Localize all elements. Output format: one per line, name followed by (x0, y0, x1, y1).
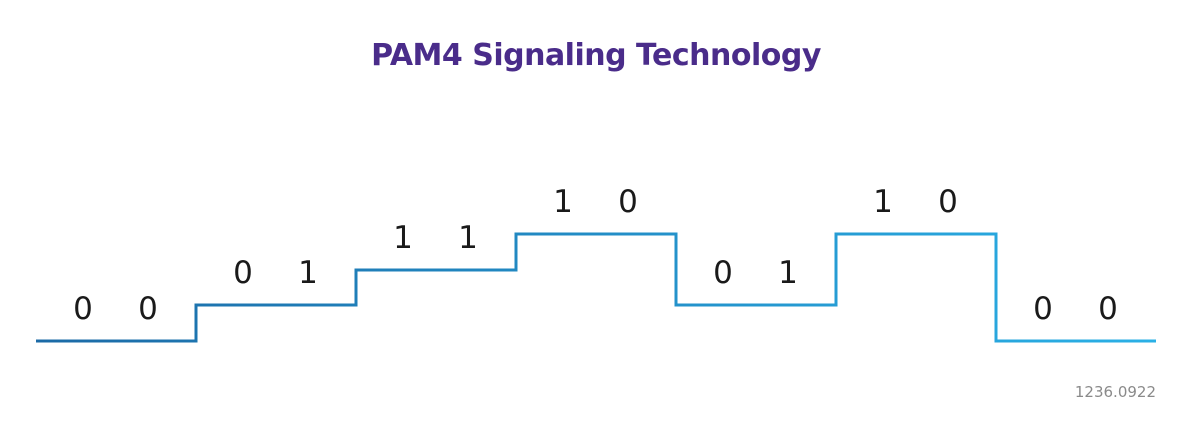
bit-label: 0 (1098, 291, 1118, 327)
bit-label: 1 (298, 255, 318, 291)
bit-label: 1 (873, 184, 893, 220)
bit-label: 0 (73, 291, 93, 327)
reference-number: 1236.0922 (1074, 383, 1156, 401)
bit-label: 0 (618, 184, 638, 220)
pam4-waveform (36, 232, 1156, 343)
bit-label: 0 (938, 184, 958, 220)
bit-labels: 0 0 0 1 1 1 1 0 0 1 1 0 0 0 (73, 184, 1118, 327)
bit-label: 0 (138, 291, 158, 327)
bit-label: 0 (233, 255, 253, 291)
bit-label: 1 (458, 220, 478, 256)
bit-label: 0 (713, 255, 733, 291)
bit-label: 1 (553, 184, 573, 220)
bit-label: 1 (393, 220, 413, 256)
bit-label: 0 (1033, 291, 1053, 327)
diagram-title: PAM4 Signaling Technology (371, 38, 821, 73)
bit-label: 1 (778, 255, 798, 291)
